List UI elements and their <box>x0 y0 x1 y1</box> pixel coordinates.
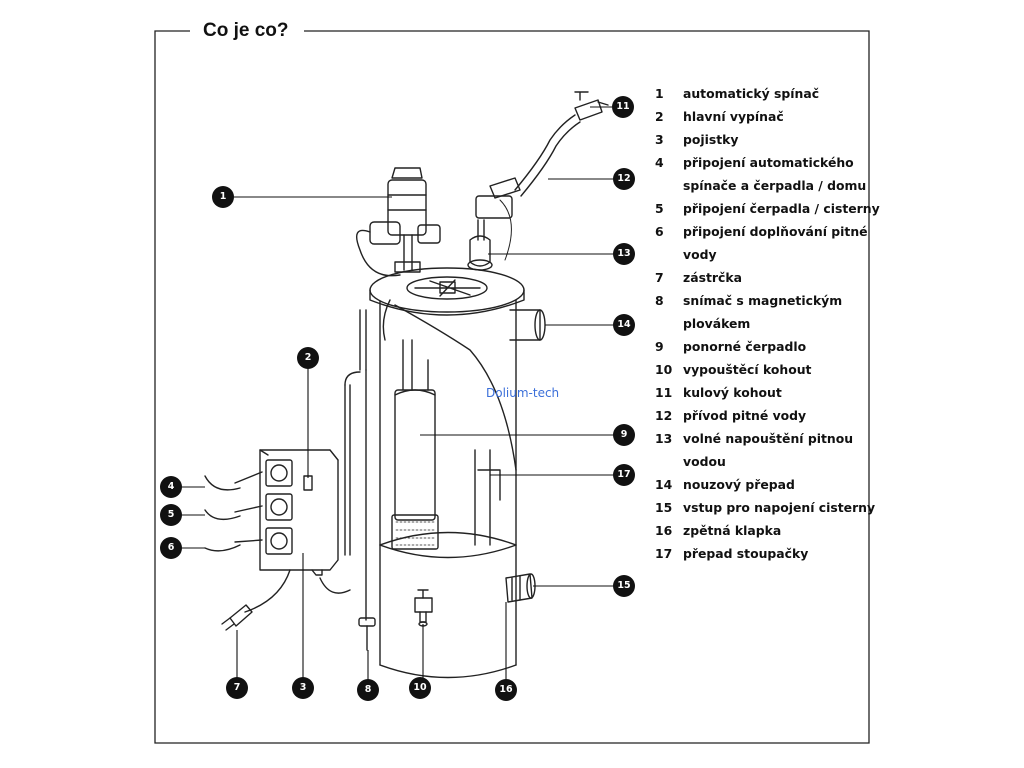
legend-number: 15 <box>655 500 673 515</box>
legend-item-continuation: plovákem <box>655 312 885 335</box>
legend-number: 1 <box>655 86 664 101</box>
callout-6: 6 <box>160 537 182 559</box>
automatic-switch <box>356 167 441 277</box>
legend-number: 9 <box>655 339 664 354</box>
callout-5: 5 <box>160 504 182 526</box>
legend-item: 9 ponorné čerpadlo <box>655 335 885 358</box>
legend-number: 7 <box>655 270 664 285</box>
submersible-pump <box>391 339 439 550</box>
legend-text: volné napouštění pitnou <box>683 431 854 446</box>
legend-text: vody <box>683 247 717 262</box>
legend-item: 15 vstup pro napojení cisterny <box>655 496 885 519</box>
legend-text: vstup pro napojení cisterny <box>683 500 876 515</box>
legend-item: 16 zpětná klapka <box>655 519 885 542</box>
legend-item-continuation: vodou <box>655 450 885 473</box>
callout-8: 8 <box>357 679 379 701</box>
legend-number: 16 <box>655 523 673 538</box>
legend-text: vodou <box>683 454 726 469</box>
legend-number: 6 <box>655 224 664 239</box>
callout-3: 3 <box>292 677 314 699</box>
legend-number: 2 <box>655 109 664 124</box>
legend-number: 17 <box>655 546 673 561</box>
callout-13: 13 <box>613 243 635 265</box>
cistern-connection <box>505 573 536 603</box>
legend-item: 5 připojení čerpadla / cisterny <box>655 197 885 220</box>
callout-9: 9 <box>613 424 635 446</box>
cables <box>204 309 367 631</box>
legend-number: 12 <box>655 408 673 423</box>
watermark: Dolium-tech <box>486 386 560 400</box>
callout-10: 10 <box>409 677 431 699</box>
callout-1: 1 <box>212 186 234 208</box>
emergency-overflow <box>509 309 546 341</box>
legend-number: 11 <box>655 385 673 400</box>
callout-7: 7 <box>226 677 248 699</box>
legend-text: připojení doplňování pitné <box>683 224 868 239</box>
legend-text: přívod pitné vody <box>683 408 807 423</box>
legend-item: 6 připojení doplňování pitné <box>655 220 885 243</box>
legend-item: 14 nouzový přepad <box>655 473 885 496</box>
legend-number: 14 <box>655 477 673 492</box>
callout-4: 4 <box>160 476 182 498</box>
legend-item: 13 volné napouštění pitnou <box>655 427 885 450</box>
legend-text: pojistky <box>683 132 739 147</box>
legend-text: vypouštěcí kohout <box>683 362 812 377</box>
legend-number: 4 <box>655 155 664 170</box>
legend-number: 8 <box>655 293 664 308</box>
legend-text: zástrčka <box>683 270 742 285</box>
leader-lines <box>181 106 614 680</box>
legend-item-continuation: spínače a čerpadla / domu <box>655 174 885 197</box>
drain-cock <box>414 589 433 627</box>
legend-number: 5 <box>655 201 664 216</box>
legend-item: 2 hlavní vypínač <box>655 105 885 128</box>
legend-text: nouzový přepad <box>683 477 795 492</box>
riser-overflow <box>474 449 501 546</box>
legend-text: připojení automatického <box>683 155 854 170</box>
callout-14: 14 <box>613 314 635 336</box>
legend-item: 8 snímač s magnetickým <box>655 289 885 312</box>
page-title: Co je co? <box>197 18 295 44</box>
legend-item: 1 automatický spínač <box>655 82 885 105</box>
legend-text: přepad stoupačky <box>683 546 809 561</box>
legend-text: ponorné čerpadlo <box>683 339 807 354</box>
free-water-inlet <box>467 177 521 271</box>
callout-12: 12 <box>613 168 635 190</box>
legend-text: hlavní vypínač <box>683 109 784 124</box>
legend-text: automatický spínač <box>683 86 820 101</box>
legend-list: 1 automatický spínač 2 hlavní vypínač 3 poj… <box>655 82 885 565</box>
callout-17: 17 <box>613 464 635 486</box>
control-box <box>259 449 339 576</box>
legend-item: 7 zástrčka <box>655 266 885 289</box>
callout-11: 11 <box>612 96 634 118</box>
legend-text: připojení čerpadla / cisterny <box>683 201 880 216</box>
legend-number: 13 <box>655 431 673 446</box>
legend-item: 12 přívod pitné vody <box>655 404 885 427</box>
tank-body <box>369 267 525 679</box>
legend-item: 17 přepad stoupačky <box>655 542 885 565</box>
callout-15: 15 <box>613 575 635 597</box>
legend-number: 3 <box>655 132 664 147</box>
water-supply-hose <box>514 91 609 197</box>
float-sensor <box>358 369 376 651</box>
legend-item: 11 kulový kohout <box>655 381 885 404</box>
legend-text: spínače a čerpadla / domu <box>683 178 867 193</box>
legend-text: zpětná klapka <box>683 523 782 538</box>
legend-item: 4 připojení automatického <box>655 151 885 174</box>
legend-text: plovákem <box>683 316 751 331</box>
legend-item-continuation: vody <box>655 243 885 266</box>
legend-text: kulový kohout <box>683 385 782 400</box>
callout-2: 2 <box>297 347 319 369</box>
legend-number: 10 <box>655 362 673 377</box>
legend-item: 10 vypouštěcí kohout <box>655 358 885 381</box>
callout-16: 16 <box>495 679 517 701</box>
legend-item: 3 pojistky <box>655 128 885 151</box>
legend-text: snímač s magnetickým <box>683 293 843 308</box>
